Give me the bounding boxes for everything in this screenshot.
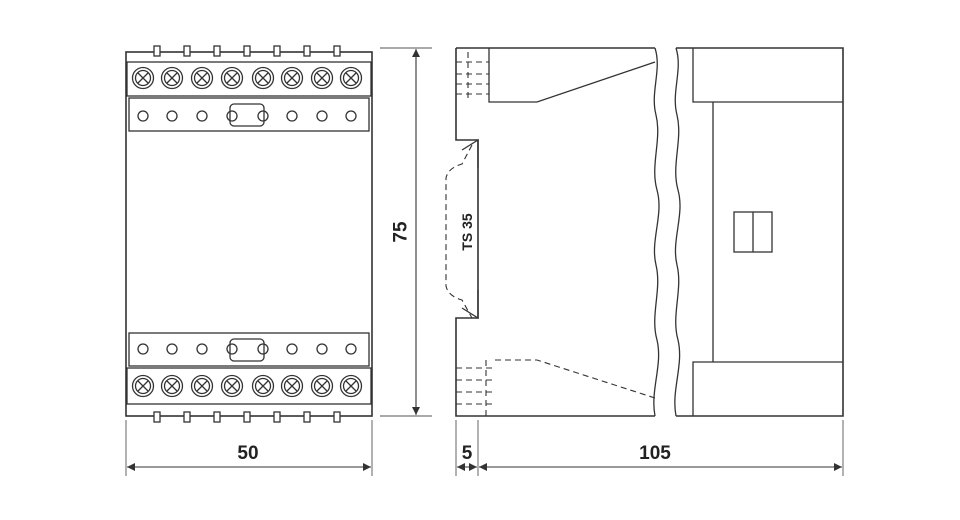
top-terminal-screw [339,66,363,90]
bottom-terminal-screw [190,374,214,398]
break-line-2 [674,47,681,417]
bottom-plate-hole [226,343,238,355]
top-hidden-screw [456,52,489,100]
upper-band [692,48,843,103]
top-terminal-strip [126,61,372,97]
top-terminal-screw [190,66,214,90]
top-plate-hole [166,110,178,122]
side-view: TS 35 [445,47,681,417]
bottom-terminal-screw [339,374,363,398]
top-terminal-screw [131,66,155,90]
side-view-right [676,47,844,417]
bottom-notches [153,411,341,423]
top-terminal-screw [251,66,275,90]
bottom-plate-hole [137,343,149,355]
top-plate-hole [345,110,357,122]
bottom-hidden-screw [456,359,656,416]
top-screw-row [131,66,363,90]
bottom-terminal-strip [126,367,372,405]
top-plate-hole [137,110,149,122]
top-bridge-slot [229,103,265,127]
top-terminal-screw [310,66,334,90]
top-hole-row [137,110,357,122]
rail-clip-top [461,138,479,168]
bottom-terminal-screw [131,374,155,398]
top-notches [153,45,341,57]
bottom-bridge-slot [229,338,265,362]
bottom-hole-row [137,343,357,355]
height-dimension-label: 75 [391,221,412,243]
rail-label: TS 35 [459,213,475,251]
bottom-plate-hole [286,343,298,355]
bottom-terminal-screw [251,374,275,398]
top-plate-hole [196,110,208,122]
top-terminal-screw [160,66,184,90]
top-plate-hole [226,110,238,122]
bottom-plate-hole [166,343,178,355]
top-plate-hole [316,110,328,122]
rail-offset-dimension-label: 5 [462,443,473,464]
width-dimension-label: 50 [237,443,258,464]
top-terminal-screw [280,66,304,90]
bottom-plate-hole [196,343,208,355]
bottom-terminal-screw [310,374,334,398]
dimensions: 75 50 5 105 [125,47,844,476]
rail-clip-bottom [461,290,479,320]
bottom-plate-hole [345,343,357,355]
top-hole-plate [128,97,370,132]
break-line-1 [653,47,660,417]
bottom-screw-row [131,374,363,398]
bottom-terminal-screw [160,374,184,398]
bottom-terminal-screw [280,374,304,398]
top-plate-hole [286,110,298,122]
top-plate-hole [257,110,269,122]
bottom-terminal-screw [220,374,244,398]
bottom-hole-plate [128,332,370,367]
lower-band [692,361,843,416]
top-cover [488,48,656,103]
depth-dimension-label: 105 [639,443,671,464]
top-terminal-screw [220,66,244,90]
bottom-plate-hole [316,343,328,355]
front-view [125,45,373,423]
bottom-plate-hole [257,343,269,355]
